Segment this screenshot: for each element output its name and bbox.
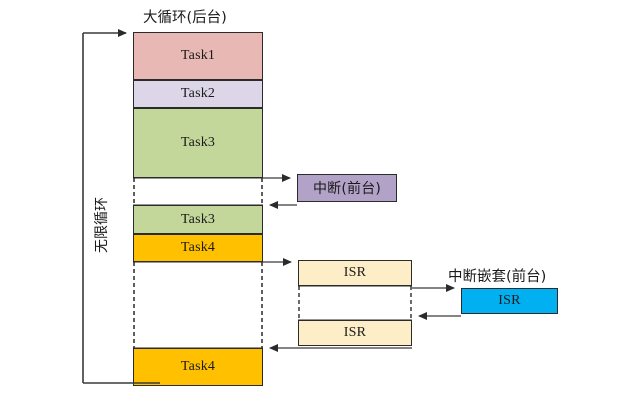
interrupt-block: 中断(前台) [297,174,397,202]
task-block-label: Task4 [180,359,216,374]
task-block-task4-second: Task4 [133,348,263,386]
task-block-task2: Task2 [133,80,263,108]
task-block-label: Task3 [180,211,216,227]
task-block-label: Task3 [180,135,216,150]
isr-block-label: ISR [343,325,367,340]
interrupt-block-label: 中断(前台) [312,181,382,197]
isr-block-second: ISR [298,320,412,346]
isr-block-first: ISR [298,260,412,286]
task-block-task3-first: Task3 [133,108,263,178]
task-block-label: Task2 [180,86,216,101]
isr-block-label: ISR [498,293,521,308]
main-column-title: 大循环(后台) [143,10,227,26]
task-block-task3-second: Task3 [133,205,263,234]
task-block-label: Task1 [180,48,216,63]
task-block-label: Task4 [180,240,216,255]
task-block-task4-first: Task4 [133,234,263,262]
nested-interrupt-title: 中断嵌套(前台) [448,269,547,285]
isr-block-label: ISR [343,265,367,280]
task-block-task1: Task1 [133,32,263,80]
infinite-loop-label: 无限循环 [94,197,110,253]
isr-block-nested: ISR [461,288,558,314]
